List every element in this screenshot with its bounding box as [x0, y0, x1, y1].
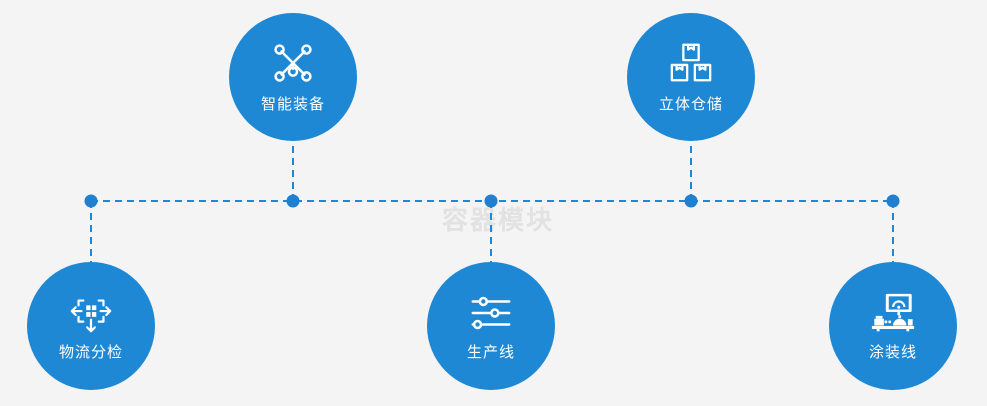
module-circle-production-line[interactable]: 生产线 [427, 262, 555, 390]
module-label-smart-equipment: 智能装备 [260, 96, 325, 113]
network-nodes-icon [274, 44, 312, 82]
bus-node-2[interactable] [286, 194, 300, 208]
module-circle-logistics-sorting[interactable]: 物流分检 [27, 262, 155, 390]
module-label-stereoscopic-warehouse: 立体仓储 [658, 96, 723, 113]
bus-node-1[interactable] [84, 194, 98, 208]
module-label-production-line: 生产线 [466, 344, 515, 361]
sorting-arrows-icon [70, 299, 112, 333]
module-label-painting-line: 涂装线 [868, 344, 917, 361]
stacked-boxes-icon [670, 43, 712, 82]
watermark-text: 容器模块 [441, 205, 554, 235]
module-label-logistics-sorting: 物流分检 [58, 344, 123, 361]
bus-node-3[interactable] [484, 194, 498, 208]
sliders-icon [471, 296, 511, 330]
paint-machine-icon [871, 293, 915, 332]
bus-node-5[interactable] [886, 194, 900, 208]
module-circle-stereoscopic-warehouse[interactable]: 立体仓储 [627, 13, 755, 141]
module-circle-smart-equipment[interactable]: 智能装备 [229, 13, 357, 141]
bus-node-4[interactable] [684, 194, 698, 208]
module-circle-painting-line[interactable]: 涂装线 [829, 262, 957, 390]
